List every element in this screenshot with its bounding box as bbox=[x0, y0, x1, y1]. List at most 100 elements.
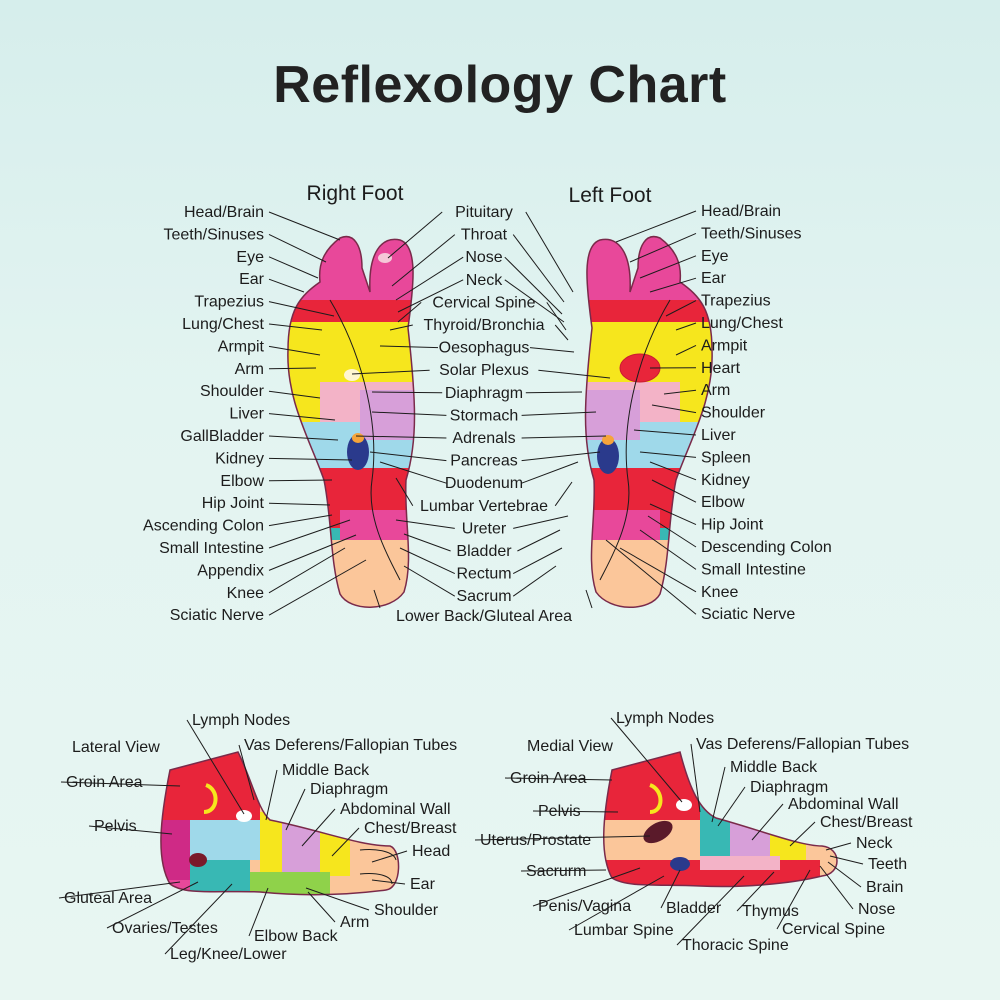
right-foot-label-ear: Ear bbox=[239, 271, 265, 288]
leader-line bbox=[268, 278, 305, 293]
center-label-lumbar-vertebrae: Lumbar Vertebrae bbox=[420, 498, 548, 515]
leader-line bbox=[521, 411, 597, 416]
leader-line bbox=[268, 435, 339, 441]
center-label-bladder: Bladder bbox=[456, 543, 512, 560]
leader-line bbox=[675, 322, 697, 331]
lateral-label-chest-breast: Chest/Breast bbox=[364, 820, 457, 837]
leader-line bbox=[265, 769, 278, 821]
left-foot-header: Left Foot bbox=[569, 184, 652, 207]
center-label-nose: Nose bbox=[465, 249, 502, 266]
leader-line bbox=[371, 879, 406, 885]
center-label-ureter: Ureter bbox=[462, 520, 507, 537]
leader-line bbox=[647, 515, 697, 548]
leader-line bbox=[619, 547, 697, 593]
center-label-sacrum: Sacrum bbox=[456, 588, 511, 605]
medial-label-middle-back: Middle Back bbox=[730, 759, 818, 776]
page-title: Reflexology Chart bbox=[273, 56, 727, 114]
leader-line bbox=[525, 211, 574, 293]
leader-line bbox=[649, 277, 697, 293]
leader-line bbox=[751, 803, 784, 841]
leader-line bbox=[371, 391, 443, 394]
left-foot-label-knee: Knee bbox=[701, 584, 738, 601]
leader-line bbox=[568, 875, 665, 931]
leader-line bbox=[512, 234, 565, 303]
right-foot-label-lung-chest: Lung/Chest bbox=[182, 316, 264, 333]
leader-line bbox=[529, 347, 575, 353]
medial-label-bladder: Bladder bbox=[666, 900, 722, 917]
left-foot-label-trapezius: Trapezius bbox=[701, 293, 771, 310]
leader-line bbox=[351, 369, 430, 375]
leader-line bbox=[268, 390, 321, 399]
medial-label-abdominal-wall: Abdominal Wall bbox=[788, 796, 899, 813]
medial-label-pelvis: Pelvis bbox=[538, 803, 581, 820]
center-label-neck: Neck bbox=[466, 272, 503, 289]
leader-line bbox=[268, 413, 336, 421]
leader-line bbox=[60, 781, 181, 787]
leader-line bbox=[371, 411, 447, 416]
leader-line bbox=[268, 345, 321, 356]
medial-label-thoracic-spine: Thoracic Spine bbox=[682, 937, 789, 954]
right-foot-label-knee: Knee bbox=[227, 585, 264, 602]
leader-line bbox=[829, 855, 864, 865]
center-label-stormach: Stormach bbox=[450, 407, 518, 424]
leader-line bbox=[399, 547, 456, 575]
lateral-label-ear: Ear bbox=[410, 876, 436, 893]
medial-label-cervical-spine: Cervical Spine bbox=[782, 921, 885, 938]
left-foot-sole bbox=[584, 235, 713, 609]
leader-line bbox=[615, 210, 697, 243]
right-foot-label-small-intestine: Small Intestine bbox=[159, 540, 264, 557]
right-foot-sole bbox=[287, 235, 416, 609]
medial-label-penis-vagina: Penis/Vagina bbox=[538, 898, 631, 915]
leader-line bbox=[504, 279, 565, 323]
medial-view-header: Medial View bbox=[527, 738, 613, 755]
lateral-label-middle-back: Middle Back bbox=[282, 762, 370, 779]
leader-line bbox=[520, 869, 607, 872]
leader-line bbox=[676, 875, 745, 946]
right-foot-label-trapezius: Trapezius bbox=[194, 294, 264, 311]
lateral-label-arm: Arm bbox=[340, 914, 369, 931]
right-foot-label-hip-joint: Hip Joint bbox=[202, 495, 265, 512]
leader-line bbox=[387, 211, 443, 259]
right-foot-label-head-brain: Head/Brain bbox=[184, 204, 264, 221]
leader-line bbox=[675, 344, 697, 356]
leader-line bbox=[106, 881, 199, 929]
left-foot-label-spleen: Spleen bbox=[701, 449, 751, 466]
center-label-rectum: Rectum bbox=[456, 566, 511, 583]
leader-line bbox=[639, 451, 697, 458]
leader-line bbox=[513, 515, 569, 529]
leader-line bbox=[789, 821, 816, 847]
leader-line bbox=[651, 404, 697, 414]
lateral-label-vas-deferens-fallopian-tubes: Vas Deferens/Fallopian Tubes bbox=[244, 737, 457, 754]
leader-line bbox=[268, 211, 341, 241]
lateral-label-ovaries-testes: Ovaries/Testes bbox=[112, 920, 218, 937]
left-foot-label-shoulder: Shoulder bbox=[701, 405, 766, 422]
medial-label-vas-deferens-fallopian-tubes: Vas Deferens/Fallopian Tubes bbox=[696, 736, 909, 753]
leader-line bbox=[474, 835, 651, 841]
center-label-lower-back-gluteal-area: Lower Back/Gluteal Area bbox=[396, 608, 572, 625]
center-label-diaphragm: Diaphragm bbox=[445, 385, 523, 402]
medial-label-brain: Brain bbox=[866, 879, 903, 896]
leader-line bbox=[285, 788, 306, 831]
leader-line bbox=[512, 547, 563, 575]
right-foot-label-liver: Liver bbox=[229, 406, 264, 423]
leader-line bbox=[512, 565, 557, 597]
medial-label-uterus-prostate: Uterus/Prostate bbox=[480, 832, 591, 849]
leader-line bbox=[504, 256, 563, 315]
leader-line bbox=[521, 435, 607, 439]
leader-line bbox=[521, 451, 601, 462]
right-foot-label-eye: Eye bbox=[236, 249, 264, 266]
leader-line bbox=[629, 232, 697, 263]
leader-line bbox=[639, 529, 697, 570]
medial-label-thymus: Thymus bbox=[742, 903, 799, 920]
medial-label-diaphragm: Diaphragm bbox=[750, 779, 828, 796]
left-foot-label-arm: Arm bbox=[701, 382, 730, 399]
leader-line bbox=[268, 256, 319, 279]
right-foot-label-arm: Arm bbox=[235, 361, 264, 378]
leader-line bbox=[389, 324, 413, 331]
lateral-label-shoulder: Shoulder bbox=[374, 902, 439, 919]
right-foot-label-kidney: Kidney bbox=[215, 450, 264, 467]
leader-line bbox=[554, 481, 573, 507]
leader-line bbox=[355, 435, 447, 439]
right-foot-label-ascending-colon: Ascending Colon bbox=[143, 518, 264, 535]
